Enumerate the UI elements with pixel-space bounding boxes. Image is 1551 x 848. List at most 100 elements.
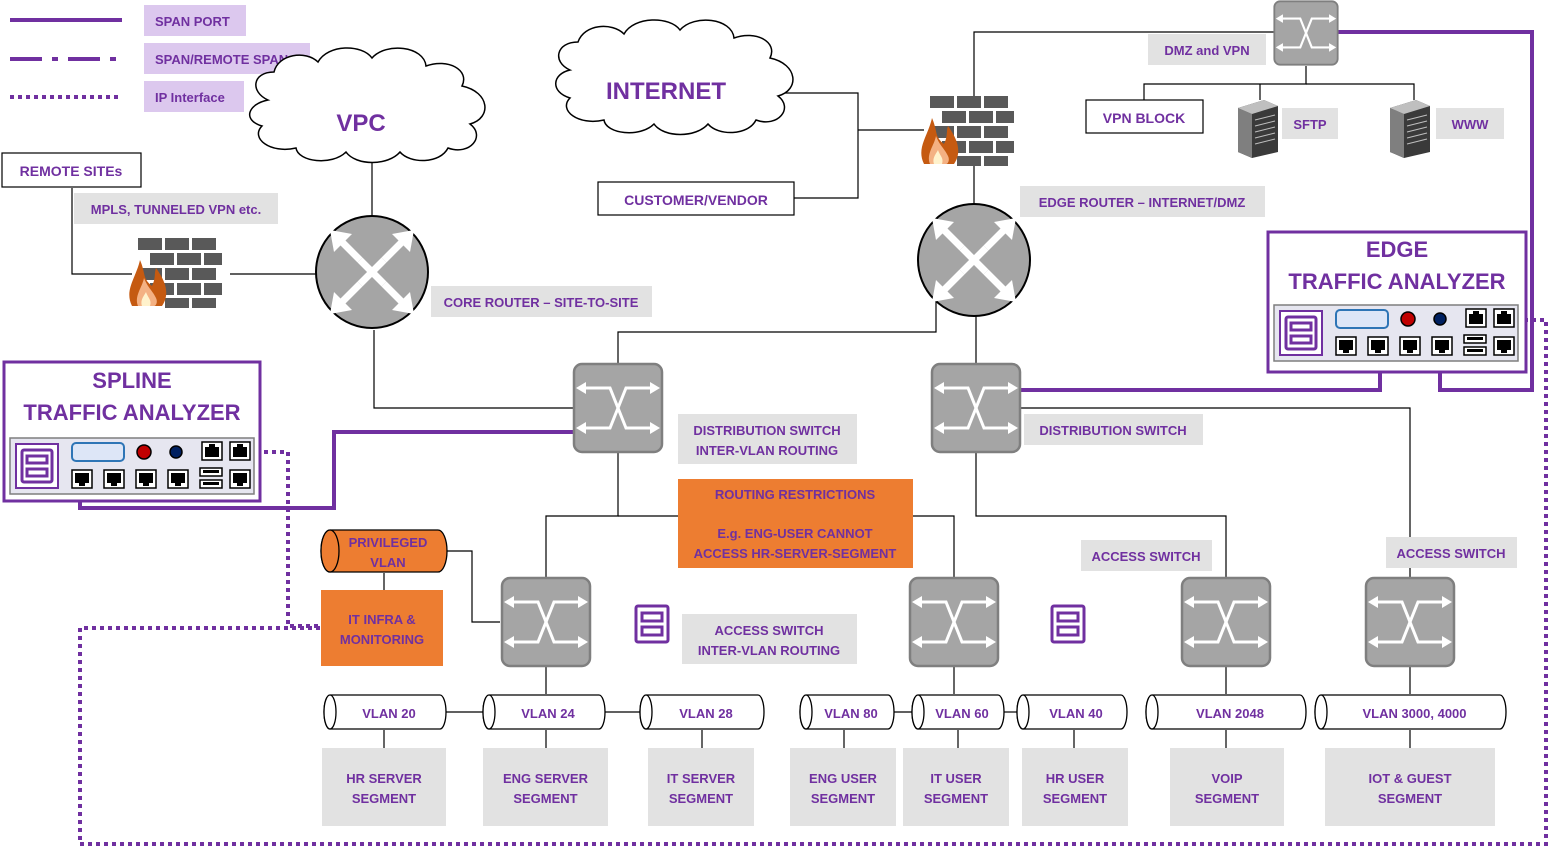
vpn-block-box: VPN BLOCK	[1085, 99, 1204, 134]
segment-label-2: SEGMENT	[352, 791, 416, 806]
vlan-label: VLAN 20	[362, 706, 415, 721]
mpls-box: MPLS, TUNNELED VPN etc.	[74, 193, 278, 224]
dist-switch-1-icon	[572, 362, 664, 454]
vlan-label: VLAN 2048	[1196, 706, 1264, 721]
spline-analyzer-panel	[10, 438, 254, 494]
ip-interface-links	[78, 318, 1548, 846]
span-remote-label: SPAN/REMOTE SPAN	[155, 52, 288, 67]
edge-analyzer-panel	[1274, 305, 1518, 361]
dist-switch-1-label-1: DISTRIBUTION SWITCH	[693, 423, 840, 438]
segment-box: IOT & GUEST SEGMENT	[1325, 748, 1495, 826]
core-router-label: CORE ROUTER – SITE-TO-SITE	[444, 295, 639, 310]
segment-box: HR USER SEGMENT	[1022, 748, 1128, 826]
privileged-vlan-label-1: PRIVILEGED	[349, 535, 428, 550]
www-server-icon	[1389, 99, 1431, 159]
span-port-label-box	[144, 5, 246, 36]
access-switch-b-box: ACCESS SWITCH	[1386, 537, 1517, 568]
access-switch-ivr-label-1: ACCESS SWITCH	[714, 623, 823, 638]
span-port-label: SPAN PORT	[155, 14, 230, 29]
www-label: WWW	[1452, 117, 1490, 132]
dist-switch-1-box: DISTRIBUTION SWITCH INTER-VLAN ROUTING	[678, 414, 857, 464]
segment-box: IT USER SEGMENT	[903, 748, 1009, 826]
vlan-cylinder: VLAN 80	[799, 694, 895, 730]
vlan-cylinder: VLAN 3000, 4000	[1314, 694, 1507, 730]
sftp-label: SFTP	[1293, 117, 1327, 132]
segment-label-1: IOT & GUEST	[1368, 771, 1451, 786]
vlan-label: VLAN 3000, 4000	[1362, 706, 1466, 721]
dmz-vpn-box: DMZ and VPN	[1148, 34, 1266, 65]
vlan-cylinder: VLAN 28	[639, 694, 765, 730]
segment-label-2: SEGMENT	[513, 791, 577, 806]
module-icon-left	[634, 604, 670, 644]
segment-label-1: ENG SERVER	[503, 771, 589, 786]
dmz-switch-icon	[1273, 0, 1339, 66]
segment-label-1: IT USER	[930, 771, 982, 786]
access-switch-ivr-label-2: INTER-VLAN ROUTING	[698, 643, 840, 658]
remote-sites-box: REMOTE SITEs	[1, 152, 142, 188]
ip-interface-label: IP Interface	[155, 90, 225, 105]
vlan-label: VLAN 28	[679, 706, 732, 721]
routing-restrictions-title: ROUTING RESTRICTIONS	[715, 487, 876, 502]
sftp-server-icon	[1237, 99, 1279, 159]
segment-label-1: ENG USER	[809, 771, 878, 786]
vlan-row: VLAN 20 VLAN 24 VLAN 28 VLAN 80 VLAN 60 VLAN …	[323, 694, 1507, 730]
legend: SPAN PORT SPAN/REMOTE SPAN IP Interface	[10, 5, 310, 112]
vpc-cloud: VPC	[249, 47, 486, 164]
segment-label-2: SEGMENT	[669, 791, 733, 806]
vlan-cylinder: VLAN 60	[911, 694, 1005, 730]
segment-label-2: SEGMENT	[924, 791, 988, 806]
access-switch-b-label: ACCESS SWITCH	[1396, 546, 1505, 561]
it-infra-box: IT INFRA & MONITORING	[321, 590, 443, 666]
access-switch-3-icon	[1180, 576, 1272, 668]
vlan-label: VLAN 24	[521, 706, 575, 721]
routing-restrictions-box: ROUTING RESTRICTIONS E.g. ENG-USER CANNO…	[678, 479, 913, 568]
spline-traffic-analyzer: SPLINE TRAFFIC ANALYZER	[2, 360, 262, 503]
edge-analyzer-title-1: EDGE	[1366, 237, 1428, 262]
sftp-box: SFTP	[1282, 108, 1338, 139]
vlan-cylinder: VLAN 2048	[1145, 694, 1307, 730]
vlan-cylinder: VLAN 20	[323, 694, 447, 730]
access-switch-1-icon	[500, 576, 592, 668]
it-infra-label-1: IT INFRA &	[348, 612, 415, 627]
module-icon-right	[1050, 604, 1086, 644]
dmz-vpn-label: DMZ and VPN	[1164, 43, 1249, 58]
segment-label-1: HR SERVER	[346, 771, 422, 786]
core-router-icon	[316, 216, 428, 328]
core-router-box: CORE ROUTER – SITE-TO-SITE	[431, 286, 652, 317]
access-switch-ivr-box: ACCESS SWITCH INTER-VLAN ROUTING	[682, 614, 857, 664]
customer-vendor-label: CUSTOMER/VENDOR	[624, 192, 768, 208]
remote-sites-label: REMOTE SITEs	[20, 163, 123, 179]
vlan-cylinder: VLAN 40	[1016, 694, 1128, 730]
vlan-label: VLAN 80	[824, 706, 877, 721]
access-switch-4-icon	[1364, 576, 1456, 668]
segment-label-2: SEGMENT	[1195, 791, 1259, 806]
segment-label-1: HR USER	[1046, 771, 1105, 786]
segment-box: HR SERVER SEGMENT	[322, 748, 446, 826]
segment-label-1: IT SERVER	[667, 771, 736, 786]
routing-restrictions-line-2: ACCESS HR-SERVER-SEGMENT	[694, 546, 897, 561]
segment-label-1: VOIP	[1211, 771, 1242, 786]
dist-switch-2-box: DISTRIBUTION SWITCH	[1024, 414, 1203, 445]
privileged-vlan: PRIVILEGED VLAN	[320, 529, 448, 573]
edge-router-icon	[918, 204, 1030, 316]
dist-switch-1-label-2: INTER-VLAN ROUTING	[696, 443, 838, 458]
access-switch-2-icon	[908, 576, 1000, 668]
spline-analyzer-title-1: SPLINE	[92, 368, 171, 393]
privileged-vlan-label-2: VLAN	[370, 555, 405, 570]
routing-restrictions-line-1: E.g. ENG-USER CANNOT	[717, 526, 872, 541]
vpn-block-label: VPN BLOCK	[1103, 110, 1185, 126]
vlan-label: VLAN 60	[935, 706, 988, 721]
edge-router-label: EDGE ROUTER – INTERNET/DMZ	[1039, 195, 1246, 210]
segment-label-2: SEGMENT	[1378, 791, 1442, 806]
segment-box: IT SERVER SEGMENT	[648, 748, 754, 826]
segment-label-2: SEGMENT	[811, 791, 875, 806]
it-infra-label-2: MONITORING	[340, 632, 424, 647]
edge-traffic-analyzer: EDGE TRAFFIC ANALYZER	[1266, 230, 1528, 374]
vlan-label: VLAN 40	[1049, 706, 1102, 721]
internet-label: INTERNET	[606, 78, 726, 105]
segment-box: VOIP SEGMENT	[1170, 748, 1284, 826]
segment-label-2: SEGMENT	[1043, 791, 1107, 806]
segment-box: ENG USER SEGMENT	[790, 748, 896, 826]
